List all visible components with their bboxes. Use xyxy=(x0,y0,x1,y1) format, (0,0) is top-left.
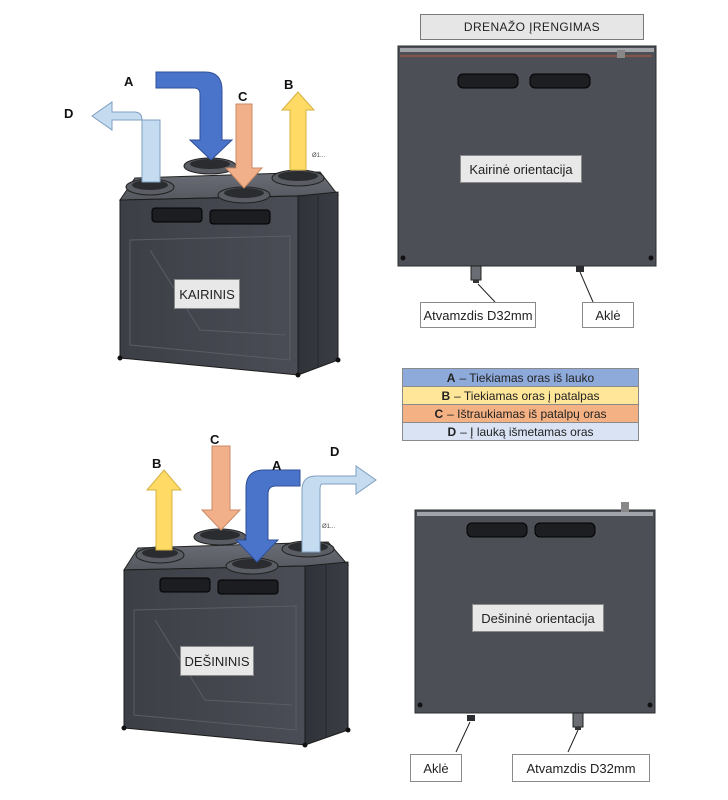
callout-fitting-left: Atvamzdis D32mm xyxy=(420,302,536,328)
legend-row-c: C– Ištraukiamas iš patalpų oras xyxy=(402,404,639,422)
legend-row-d: D– Į lauką išmetamas oras xyxy=(402,422,639,441)
arrow-label-d-2: D xyxy=(330,444,340,459)
arrow-a-supply-outdoor-2 xyxy=(234,469,301,563)
arrow-label-b-2: B xyxy=(152,456,162,471)
legend-text-c: – Ištraukiamas iš patalpų oras xyxy=(447,406,607,421)
arrow-label-a-2: A xyxy=(272,458,282,473)
legend-text-b: – Tiekiamas oras į patalpas xyxy=(454,388,600,403)
arrow-a-supply-outdoor xyxy=(155,71,234,161)
callout-blind-right: Aklė xyxy=(410,754,462,782)
arrow-label-c-2: C xyxy=(210,432,220,447)
arrow-d-exhaust xyxy=(91,101,161,183)
diameter-mark-top: Ø1... xyxy=(312,153,325,159)
orientation-label-right: Dešininė orientacija xyxy=(472,604,604,632)
arrow-b-supply-indoor-2 xyxy=(145,469,183,551)
orientation-label-left: Kairinė orientacija xyxy=(460,155,582,183)
legend-key-b: B xyxy=(441,388,451,403)
page-title: DRENAŽO ĮRENGIMAS xyxy=(420,14,644,40)
callout-fitting-right: Atvamzdis D32mm xyxy=(512,754,650,782)
arrow-c-extract xyxy=(224,103,264,189)
legend-text-d: – Į lauką išmetamas oras xyxy=(460,424,594,439)
arrow-label-b: B xyxy=(284,77,294,92)
callout-blind-left: Aklė xyxy=(582,302,634,328)
legend-key-c: C xyxy=(434,406,444,421)
diameter-mark-bottom: Ø1... xyxy=(322,524,335,530)
unit-label-desininis: DEŠININIS xyxy=(180,646,254,676)
arrow-c-extract-2 xyxy=(200,445,242,531)
legend-row-a: A– Tiekiamas oras iš lauko xyxy=(402,368,639,386)
legend-key-d: D xyxy=(447,424,457,439)
arrow-label-a: A xyxy=(124,74,134,89)
legend-text-a: – Tiekiamas oras iš lauko xyxy=(459,370,595,385)
legend-key-a: A xyxy=(446,370,456,385)
unit-right-desininis: Ø1... xyxy=(121,445,377,748)
arrow-b-supply-indoor xyxy=(280,91,316,171)
arrow-label-c: C xyxy=(238,89,248,104)
unit-left-kairinis: Ø1... xyxy=(91,71,341,378)
arrow-d-exhaust-2 xyxy=(301,465,377,553)
arrow-label-d: D xyxy=(64,106,74,121)
unit-label-kairinis: KAIRINIS xyxy=(174,279,240,309)
legend-row-b: B– Tiekiamas oras į patalpas xyxy=(402,386,639,404)
air-flow-legend: A– Tiekiamas oras iš lauko B– Tiekiamas … xyxy=(402,368,639,441)
